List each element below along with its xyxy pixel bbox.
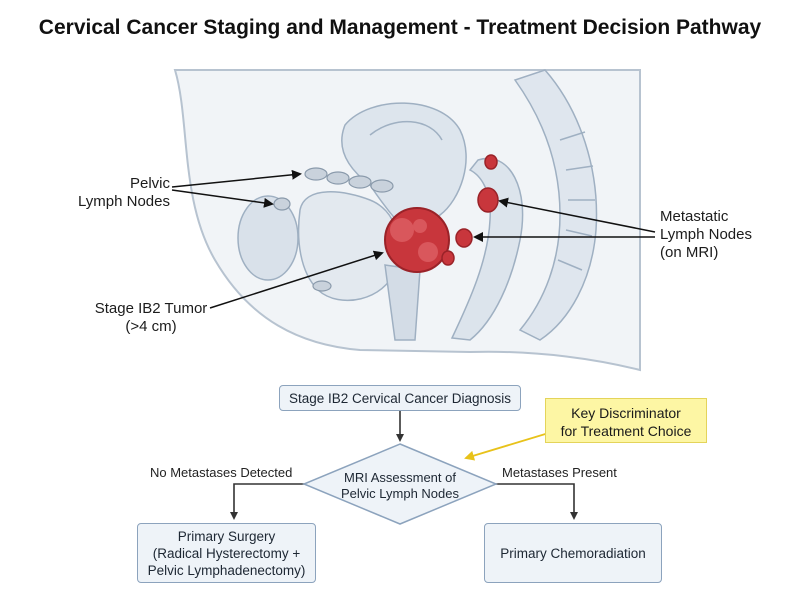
flowchart-connectors	[230, 411, 578, 520]
decision-diamond	[302, 443, 498, 525]
diagnosis-box: Stage IB2 Cervical Cancer Diagnosis	[279, 385, 521, 411]
primary-chemoradiation-box: Primary Chemoradiation	[484, 523, 662, 583]
tumor-label: Stage IB2 Tumor (>4 cm)	[94, 300, 208, 335]
branch-metastases-present: Metastases Present	[502, 465, 617, 480]
primary-surgery-box: Primary Surgery (Radical Hysterectomy + …	[137, 523, 316, 583]
sacrum	[513, 69, 598, 341]
metastatic-lymph-nodes-label: Metastatic Lymph Nodes (on MRI)	[660, 208, 752, 261]
pelvic-lymph-nodes	[273, 167, 394, 292]
key-discriminator-arrow	[464, 431, 553, 461]
pubic-bone	[237, 195, 299, 281]
diagram-title: Cervical Cancer Staging and Management -…	[38, 16, 762, 39]
decision-label: MRI Assessment of Pelvic Lymph Nodes	[340, 470, 459, 501]
key-discriminator-note: Key Discriminator for Treatment Choice	[545, 398, 707, 443]
label-pointers	[171, 169, 656, 309]
pelvic-lymph-nodes-label: Pelvic Lymph Nodes	[78, 175, 170, 210]
cervical-tumor	[384, 207, 450, 273]
metastatic-lymph-nodes	[441, 154, 499, 266]
branch-no-metastases: No Metastases Detected	[150, 465, 293, 480]
